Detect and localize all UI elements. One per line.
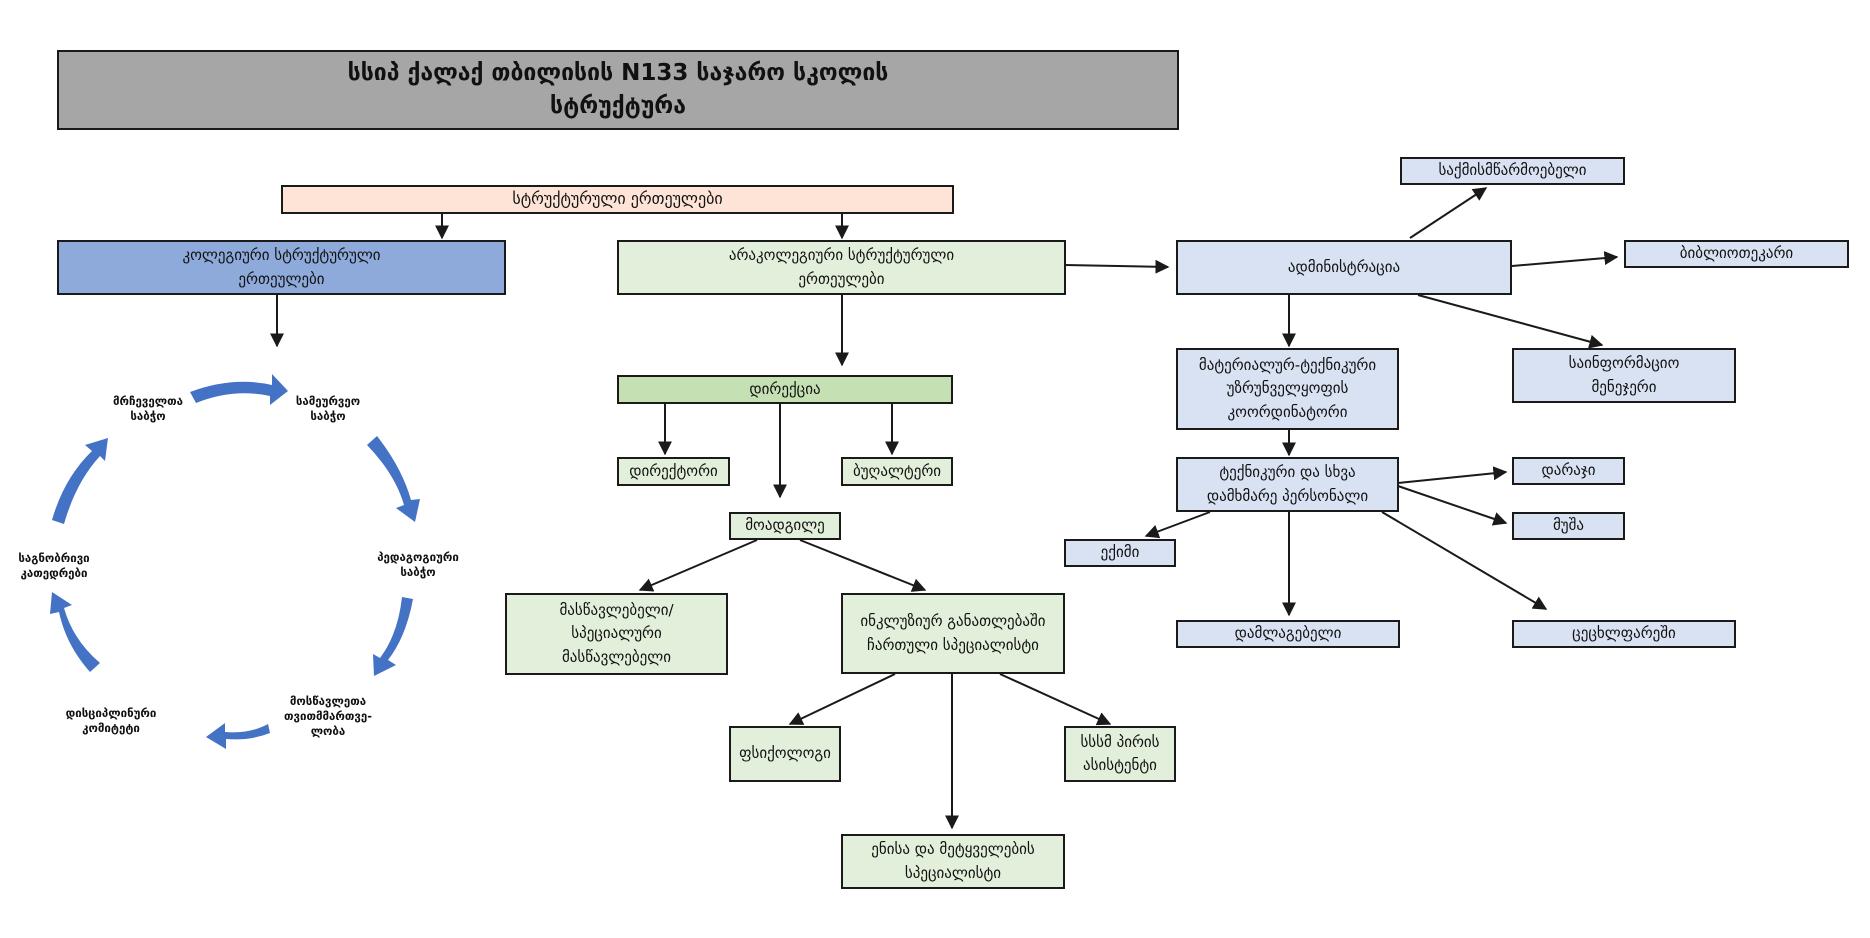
subject-line-1: საგნობრივი bbox=[18, 551, 90, 565]
plumber-node: ცეცხლფარეში bbox=[1512, 620, 1736, 648]
trustees-line-2: საბჭო bbox=[310, 408, 346, 423]
info-manager-line-1: საინფორმაციო bbox=[1568, 354, 1680, 373]
teacher-line-3: მასწავლებელი bbox=[561, 647, 672, 666]
inclusive-line-1: ინკლუზიურ განათლებაში bbox=[860, 612, 1046, 631]
structural-units-node: სტრუქტურული ერთეულები bbox=[281, 185, 954, 214]
sen-line-2: ასისტენტი bbox=[1083, 756, 1157, 774]
title-line-2: სტრუქტურა bbox=[550, 93, 686, 119]
student-self-line-3: ლობა bbox=[310, 723, 346, 738]
trustees-board-label: სამეურვეო საბჭო bbox=[268, 394, 388, 424]
clerk-node: საქმისმწარმოებელი bbox=[1400, 157, 1625, 185]
disciplinary-line-1: დისციპლინური bbox=[65, 706, 157, 720]
mtc-line-3: კოორდინატორი bbox=[1227, 402, 1348, 421]
student-self-government-label: მოსწავლეთა თვითმმართვე- ლობა bbox=[268, 694, 388, 739]
info-manager-node: საინფორმაციო მენეჯერი bbox=[1512, 348, 1736, 403]
page-title: სსიპ ქალაქ თბილისის N133 საჯარო სკოლის ს… bbox=[57, 50, 1179, 130]
psychologist-node: ფსიქოლოგი bbox=[729, 726, 841, 782]
mediators-line-2: საბჭო bbox=[130, 408, 166, 423]
noncollegial-line-2: ერთეულები bbox=[798, 269, 885, 288]
student-self-line-1: მოსწავლეთა bbox=[289, 694, 367, 708]
pedagogical-line-1: პედაგოგიური bbox=[377, 550, 459, 564]
info-manager-line-2: მენეჯერი bbox=[1591, 377, 1657, 396]
inclusive-specialist-node: ინკლუზიურ განათლებაში ჩართული სპეციალისტ… bbox=[841, 593, 1065, 674]
noncollegial-line-1: არაკოლეგიური სტრუქტურული bbox=[728, 246, 955, 265]
mtc-line-1: მატერიალურ-ტექნიკური bbox=[1198, 356, 1377, 375]
teacher-node: მასწავლებელი/ სპეციალური მასწავლებელი bbox=[505, 593, 728, 675]
mtc-coordinator-node: მატერიალურ-ტექნიკური უზრუნველყოფის კოორდ… bbox=[1176, 348, 1399, 430]
mediators-council-label: მრჩეველთა საბჭო bbox=[88, 394, 208, 424]
tech-staff-node: ტექნიკური და სხვა დამხმარე პერსონალი bbox=[1176, 457, 1399, 512]
sen-assistant-node: სსსმ პირის ასისტენტი bbox=[1064, 726, 1176, 782]
student-self-line-2: თვითმმართვე- bbox=[283, 708, 373, 723]
speech-line-1: ენისა და მეტყველების bbox=[871, 840, 1035, 859]
doctor-node: ექიმი bbox=[1064, 539, 1176, 567]
speech-line-2: სპეციალისტი bbox=[904, 863, 1002, 882]
directorate-node: დირექცია bbox=[617, 375, 953, 404]
cycle-arrow-1 bbox=[190, 374, 288, 405]
librarian-label: ბიბლიოთეკარი bbox=[1679, 244, 1794, 263]
deputy-label: მოადგილე bbox=[745, 516, 825, 535]
subject-departments-label: საგნობრივი კათედრები bbox=[0, 551, 114, 581]
title-line-1: სსიპ ქალაქ თბილისის N133 საჯარო სკოლის bbox=[347, 59, 889, 86]
doctor-label: ექიმი bbox=[1100, 543, 1140, 562]
directorate-label: დირექცია bbox=[749, 379, 821, 398]
accountant-label: ბუღალტერი bbox=[852, 461, 942, 480]
trustees-line-1: სამეურვეო bbox=[295, 394, 361, 408]
mediators-line-1: მრჩეველთა bbox=[112, 394, 184, 408]
librarian-node: ბიბლიოთეკარი bbox=[1624, 240, 1849, 268]
disciplinary-committee-label: დისციპლინური კომიტეტი bbox=[51, 706, 171, 736]
deputy-node: მოადგილე bbox=[729, 512, 841, 540]
structural-units-label: სტრუქტურული ერთეულები bbox=[512, 189, 723, 209]
plumber-label: ცეცხლფარეში bbox=[1572, 624, 1676, 643]
cycle-arrow-6 bbox=[52, 438, 108, 524]
director-node: დირექტორი bbox=[617, 457, 730, 486]
noncollegial-units-node: არაკოლეგიური სტრუქტურული ერთეულები bbox=[617, 240, 1066, 295]
tech-staff-line-2: დამხმარე პერსონალი bbox=[1206, 486, 1369, 505]
cycle-arrows bbox=[50, 374, 420, 749]
teacher-line-1: მასწავლებელი/ bbox=[559, 601, 674, 620]
administration-label: ადმინისტრაცია bbox=[1287, 257, 1401, 276]
mtc-line-2: უზრუნველყოფის bbox=[1226, 379, 1349, 398]
cleaner-label: დამლაგებელი bbox=[1234, 624, 1342, 643]
worker-label: მუშა bbox=[1552, 516, 1585, 535]
worker-node: მუშა bbox=[1512, 512, 1625, 540]
pedagogical-line-2: საბჭო bbox=[400, 564, 436, 579]
collegial-line-1: კოლეგიური სტრუქტურული bbox=[182, 246, 381, 265]
subject-line-2: კათედრები bbox=[20, 565, 88, 580]
sen-line-1: სსსმ პირის bbox=[1080, 732, 1160, 751]
guard-node: დარაჯი bbox=[1512, 457, 1625, 485]
cleaner-node: დამლაგებელი bbox=[1176, 620, 1400, 648]
cycle-arrow-2 bbox=[367, 436, 420, 522]
pedagogical-council-label: პედაგოგიური საბჭო bbox=[358, 550, 478, 580]
clerk-label: საქმისმწარმოებელი bbox=[1438, 161, 1587, 180]
guard-label: დარაჯი bbox=[1541, 461, 1596, 480]
administration-node: ადმინისტრაცია bbox=[1176, 240, 1512, 295]
collegial-line-2: ერთეულები bbox=[238, 269, 325, 288]
psychologist-label: ფსიქოლოგი bbox=[739, 744, 831, 763]
connectors bbox=[270, 187, 1619, 830]
cycle-arrow-5 bbox=[50, 592, 100, 672]
speech-specialist-node: ენისა და მეტყველების სპეციალისტი bbox=[841, 834, 1065, 889]
cycle-arrow-4 bbox=[206, 723, 270, 749]
director-label: დირექტორი bbox=[629, 461, 718, 480]
tech-staff-line-1: ტექნიკური და სხვა bbox=[1219, 463, 1356, 482]
collegial-units-node: კოლეგიური სტრუქტურული ერთეულები bbox=[57, 240, 506, 295]
teacher-line-2: სპეციალური bbox=[571, 624, 662, 643]
disciplinary-line-2: კომიტეტი bbox=[82, 720, 140, 735]
accountant-node: ბუღალტერი bbox=[841, 457, 953, 486]
inclusive-line-2: ჩართული სპეციალისტი bbox=[867, 635, 1039, 654]
cycle-arrow-3 bbox=[373, 597, 413, 676]
